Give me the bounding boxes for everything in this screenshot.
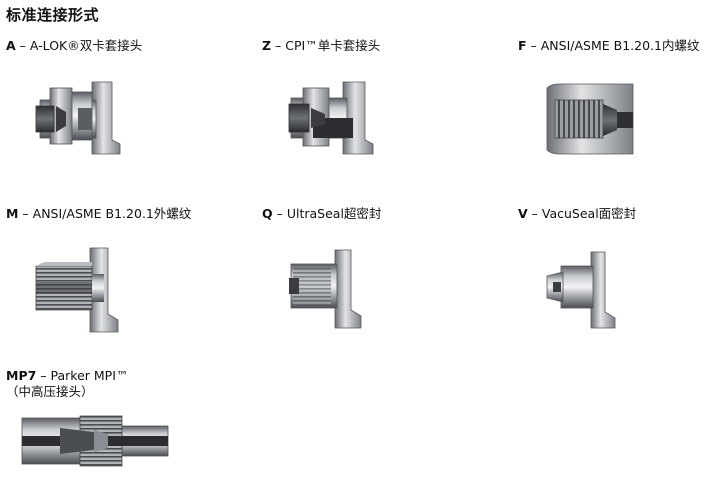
connection-item-mp7: MP7 – Parker MPI™ （中高压接头）	[6, 368, 129, 399]
connection-label: VacuSeal面密封	[541, 206, 637, 221]
connection-item-m: M – ANSI/ASME B1.20.1外螺纹	[6, 206, 192, 221]
connection-code: Z	[262, 38, 272, 53]
connection-code: F	[518, 38, 527, 53]
connection-code: M	[6, 206, 19, 221]
male-thread-icon	[28, 244, 128, 336]
page-title: 标准连接形式	[6, 6, 100, 24]
a-lok-fitting-icon	[30, 78, 130, 158]
cpi-fitting-icon	[285, 78, 385, 158]
connection-label: UltraSeal超密封	[286, 206, 382, 221]
female-thread-icon	[543, 82, 638, 158]
connection-code: V	[518, 206, 528, 221]
vacuseal-icon	[543, 250, 633, 330]
connection-code: MP7	[6, 368, 37, 383]
connection-item-v: V – VacuSeal面密封	[518, 206, 637, 221]
connection-label: ANSI/ASME B1.20.1外螺纹	[32, 206, 192, 221]
connection-label: Parker MPI™	[50, 368, 129, 383]
connection-item-q: Q – UltraSeal超密封	[262, 206, 382, 221]
connection-label: A-LOK®双卡套接头	[29, 38, 143, 53]
connection-code: A	[6, 38, 16, 53]
connection-sublabel: （中高压接头）	[6, 384, 94, 399]
connection-label: ANSI/ASME B1.20.1内螺纹	[540, 38, 700, 53]
connection-code: Q	[262, 206, 273, 221]
ultraseal-icon	[285, 248, 385, 330]
connection-item-a: A – A-LOK®双卡套接头	[6, 38, 143, 53]
connection-item-f: F – ANSI/ASME B1.20.1内螺纹	[518, 38, 700, 53]
connection-label: CPI™单卡套接头	[285, 38, 381, 53]
connection-item-z: Z – CPI™单卡套接头	[262, 38, 381, 53]
mpi-fitting-icon	[20, 412, 170, 470]
